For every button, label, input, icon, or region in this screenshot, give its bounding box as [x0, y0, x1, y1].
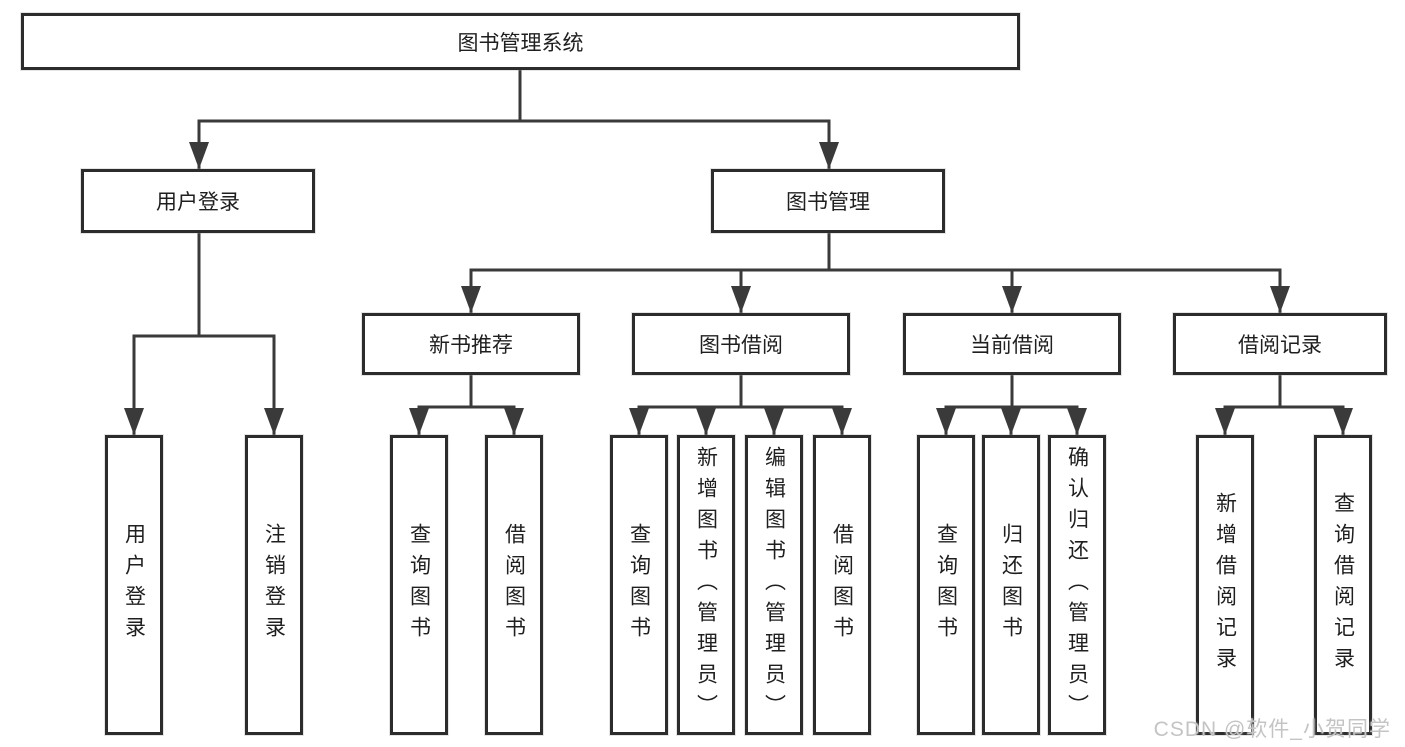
leaf-logout: 注销登录: [245, 435, 303, 735]
node-current-borrow-label: 当前借阅: [970, 334, 1054, 357]
leaf-query-borrow-record: 查询借阅记录: [1314, 435, 1372, 735]
leaf-query-books-borrow: 查询图书: [610, 435, 668, 735]
node-new-book-recommend-label: 新书推荐: [429, 334, 513, 357]
csdn-watermark: CSDN @软件_小贺同学: [1153, 718, 1391, 741]
leaf-borrow-books-recommend-label: 借阅图书: [502, 523, 526, 647]
leaf-add-borrow-record-label: 新增借阅记录: [1213, 492, 1237, 678]
leaf-query-books-recommend: 查询图书: [390, 435, 448, 735]
edge-root-to-level2: [189, 70, 839, 169]
node-book-management-label: 图书管理: [786, 191, 870, 214]
leaf-query-borrow-record-label: 查询借阅记录: [1331, 492, 1355, 678]
edge-current-borrow-to-leaves: [936, 375, 1087, 435]
leaf-confirm-return-admin-label: 确认归还（管理员）: [1065, 445, 1089, 725]
leaf-add-books-admin-label: 新增图书（管理员）: [694, 445, 718, 725]
node-user-login-label: 用户登录: [156, 191, 240, 214]
leaf-borrow-books-recommend: 借阅图书: [485, 435, 543, 735]
node-borrow-records-label: 借阅记录: [1238, 334, 1322, 357]
node-root: 图书管理系统: [21, 13, 1020, 70]
edge-new-book-recommend-to-leaves: [409, 375, 524, 435]
edge-borrow-records-to-leaves: [1215, 375, 1353, 435]
node-borrow-records: 借阅记录: [1173, 313, 1387, 375]
node-user-login: 用户登录: [81, 169, 315, 233]
node-new-book-recommend: 新书推荐: [362, 313, 580, 375]
leaf-add-books-admin: 新增图书（管理员）: [677, 435, 735, 735]
node-book-management: 图书管理: [711, 169, 945, 233]
leaf-query-books-recommend-label: 查询图书: [407, 523, 431, 647]
leaf-add-borrow-record: 新增借阅记录: [1196, 435, 1254, 735]
leaf-borrow-books: 借阅图书: [813, 435, 871, 735]
edge-user-login-to-leaves: [124, 233, 284, 435]
edge-book-borrow-to-leaves: [629, 375, 852, 435]
leaf-query-books-borrow-label: 查询图书: [627, 523, 651, 647]
edge-book-management-to-level3: [461, 233, 1290, 313]
leaf-user-login-label: 用户登录: [122, 523, 146, 647]
node-book-borrow-label: 图书借阅: [699, 334, 783, 357]
leaf-logout-label: 注销登录: [262, 523, 286, 647]
leaf-return-books-label: 归还图书: [999, 523, 1023, 647]
node-current-borrow: 当前借阅: [903, 313, 1121, 375]
leaf-edit-books-admin: 编辑图书（管理员）: [745, 435, 803, 735]
leaf-borrow-books-label: 借阅图书: [830, 523, 854, 647]
leaf-return-books: 归还图书: [982, 435, 1040, 735]
leaf-user-login: 用户登录: [105, 435, 163, 735]
node-root-label: 图书管理系统: [457, 31, 584, 55]
leaf-edit-books-admin-label: 编辑图书（管理员）: [762, 445, 786, 725]
node-book-borrow: 图书借阅: [632, 313, 850, 375]
leaf-query-books-current: 查询图书: [917, 435, 975, 735]
leaf-query-books-current-label: 查询图书: [934, 523, 958, 647]
leaf-confirm-return-admin: 确认归还（管理员）: [1048, 435, 1106, 735]
